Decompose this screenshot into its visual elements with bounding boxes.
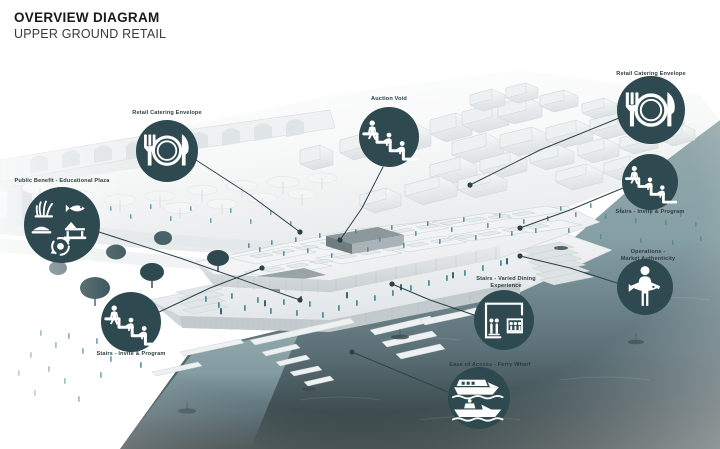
callout-operations-market-authenticity[interactable] <box>617 259 673 315</box>
page-title: OVERVIEW DIAGRAM UPPER GROUND RETAIL <box>14 10 166 42</box>
dining-room-icon[interactable] <box>474 290 534 350</box>
callout-label-retail-catering-envelope-left: Retail Catering Envelope <box>132 110 202 116</box>
callout-auction-void[interactable] <box>359 107 419 167</box>
callout-label-stairs-invite-program-left: Stairs - Invite & Program <box>96 351 166 357</box>
callout-label-retail-catering-envelope-right: Retail Catering Envelope <box>616 71 686 77</box>
callout-leader-lines <box>98 117 624 393</box>
callout-stairs-invite-program-right[interactable] <box>622 154 678 210</box>
cutlery-plate-icon[interactable] <box>617 76 685 144</box>
callout-label-stairs-invite-program-right: Stairs - Invite & Program <box>615 209 685 215</box>
stairs-people-icon[interactable] <box>359 107 419 167</box>
callout-retail-catering-envelope-right[interactable] <box>617 76 685 144</box>
leader-line-stairs-invite-program-right <box>519 187 624 229</box>
leader-line-auction-void <box>339 166 384 241</box>
person-fish-icon[interactable] <box>617 259 673 315</box>
anchor-dot-public-benefit-educational-plaza <box>297 297 303 303</box>
stairs-people-icon[interactable] <box>622 154 678 210</box>
anchor-dot-retail-catering-envelope-left <box>297 229 303 235</box>
callout-anchor-dots <box>259 182 523 355</box>
anchor-dot-ease-of-access-ferry-wharf <box>349 349 355 355</box>
callout-label-operations-market-authenticity: Operations - Market Authenticity <box>620 249 676 263</box>
callout-label-auction-void: Auction Void <box>371 96 407 102</box>
anchor-dot-auction-void <box>337 237 343 243</box>
callout-public-benefit-educational-plaza[interactable] <box>24 187 100 263</box>
leader-line-retail-catering-envelope-left <box>195 159 301 233</box>
stairs-people-icon[interactable] <box>101 292 161 352</box>
leader-line-ease-of-access-ferry-wharf <box>351 351 449 393</box>
callout-label-public-benefit-educational-plaza: Public Benefit - Educational Plaza <box>14 178 110 184</box>
nature-education-icon[interactable] <box>24 187 100 263</box>
title-main: OVERVIEW DIAGRAM <box>14 10 160 25</box>
callout-label-ease-of-access-ferry-wharf: Ease of Access - Ferry Wharf <box>449 362 531 368</box>
callout-label-stairs-varied-dining-experience: Stairs - Varied Dining Experience <box>476 276 536 290</box>
anchor-dot-operations-market-authenticity <box>517 253 523 259</box>
callout-stairs-invite-program-left[interactable] <box>101 292 161 352</box>
title-subtitle: UPPER GROUND RETAIL <box>14 26 167 41</box>
leader-line-retail-catering-envelope-right <box>469 117 620 186</box>
cutlery-plate-icon[interactable] <box>136 120 198 182</box>
leader-line-operations-market-authenticity <box>519 255 618 284</box>
callout-ease-of-access-ferry-wharf[interactable] <box>448 367 510 429</box>
leader-line-stairs-varied-dining-experience <box>391 283 475 316</box>
anchor-dot-retail-catering-envelope-right <box>467 182 473 188</box>
leader-line-public-benefit-educational-plaza <box>98 231 301 301</box>
anchor-dot-stairs-varied-dining-experience <box>389 281 395 287</box>
callout-stairs-varied-dining-experience[interactable] <box>474 290 534 350</box>
anchor-dot-stairs-invite-program-left <box>259 265 265 271</box>
leader-line-stairs-invite-program-left <box>158 267 263 313</box>
anchor-dot-stairs-invite-program-right <box>517 225 523 231</box>
ferry-boats-icon[interactable] <box>448 367 510 429</box>
callout-retail-catering-envelope-left[interactable] <box>136 120 198 182</box>
